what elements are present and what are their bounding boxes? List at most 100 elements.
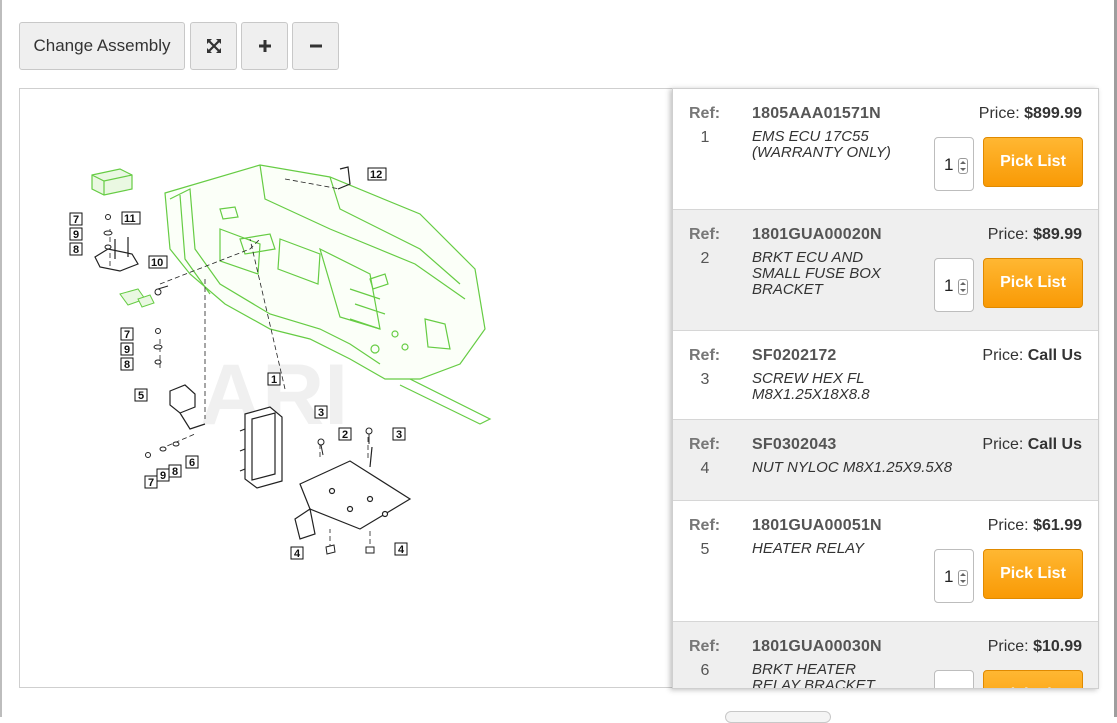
callout-3[interactable]: 3 <box>314 405 328 419</box>
price-value: $89.99 <box>1033 226 1082 243</box>
spinner-arrows-icon[interactable] <box>958 279 968 295</box>
quantity-stepper[interactable]: 1 <box>934 137 974 191</box>
ref-label: Ref: <box>689 436 721 453</box>
spinner-arrows-icon[interactable] <box>958 570 968 586</box>
price-value: Call Us <box>1027 347 1082 364</box>
spinner-arrows-icon[interactable] <box>958 158 968 174</box>
dashboard-panel-drawing <box>164 164 492 425</box>
price-label: Price: <box>978 105 1020 122</box>
price-label: Price: <box>982 436 1024 453</box>
price-value: $61.99 <box>1033 517 1082 534</box>
change-assembly-button[interactable]: Change Assembly <box>19 22 185 70</box>
part-number[interactable]: 1801GUA00051N <box>752 517 882 534</box>
callout-5[interactable]: 5 <box>134 388 148 402</box>
callout-6[interactable]: 6 <box>185 455 199 469</box>
price-label: Price: <box>987 226 1029 243</box>
callout-7[interactable]: 7 <box>120 327 134 341</box>
callout-7[interactable]: 7 <box>144 475 158 489</box>
svg-text:11: 11 <box>124 213 136 225</box>
callout-2[interactable]: 2 <box>338 427 352 441</box>
ecu-drawing <box>239 406 283 489</box>
ref-label: Ref: <box>689 347 721 364</box>
part-row-3[interactable]: Ref: 3 SF0202172 SCREW HEX FL M8X1.25X18… <box>673 331 1098 420</box>
svg-text:10: 10 <box>151 257 163 269</box>
expand-arrows-icon <box>206 39 221 53</box>
price-label: Price: <box>982 347 1024 364</box>
pick-list-button[interactable]: Pick List <box>983 137 1083 187</box>
price: Price: Call Us <box>982 436 1082 454</box>
callout-4[interactable]: 4 <box>290 546 304 560</box>
quantity-value: 1 <box>944 155 954 174</box>
parts-list-panel[interactable]: Ref: 1 1805AAA01571N EMS ECU 17C55 (WARR… <box>672 88 1099 689</box>
zoom-out-button[interactable] <box>292 22 339 70</box>
price: Price: $61.99 <box>988 517 1082 535</box>
callout-labels: 1 2 3 3 4 4 5 6 7 7 7 8 8 8 9 9 9 10 11 … <box>69 167 408 560</box>
minus-icon <box>309 44 322 48</box>
svg-text:8: 8 <box>124 359 130 371</box>
price: Price: $899.99 <box>979 105 1082 123</box>
callout-9[interactable]: 9 <box>69 227 83 241</box>
part-number[interactable]: 1801GUA00030N <box>752 638 882 655</box>
svg-text:5: 5 <box>138 390 144 402</box>
price-value: Call Us <box>1027 436 1082 453</box>
part-number[interactable]: SF0202172 <box>752 347 837 364</box>
svg-text:9: 9 <box>73 229 79 241</box>
part-description: BRKT ECU AND SMALL FUSE BOX BRACKET <box>752 249 881 298</box>
svg-text:8: 8 <box>172 466 178 478</box>
callout-8[interactable]: 8 <box>168 464 182 478</box>
quantity-value: 1 <box>944 276 954 295</box>
zoom-in-button[interactable] <box>241 22 288 70</box>
part-row-6[interactable]: Ref: 6 1801GUA00030N BRKT HEATER RELAY B… <box>673 622 1098 689</box>
part-row-4[interactable]: Ref: 4 SF0302043 NUT NYLOC M8X1.25X9.5X8… <box>673 420 1098 501</box>
relay-cluster-drawing <box>119 288 155 308</box>
part-number[interactable]: 1805AAA01571N <box>752 105 881 122</box>
svg-text:7: 7 <box>124 329 130 341</box>
part-row-1[interactable]: Ref: 1 1805AAA01571N EMS ECU 17C55 (WARR… <box>673 89 1098 210</box>
callout-12[interactable]: 12 <box>367 167 387 181</box>
callout-9[interactable]: 9 <box>156 468 170 482</box>
price: Price: $89.99 <box>988 226 1082 244</box>
callout-10[interactable]: 10 <box>148 255 168 269</box>
part-row-5[interactable]: Ref: 5 1801GUA00051N HEATER RELAY Price:… <box>673 501 1098 622</box>
svg-text:8: 8 <box>73 244 79 256</box>
price-value: $10.99 <box>1033 638 1082 655</box>
quantity-stepper[interactable]: 1 <box>934 549 974 603</box>
callout-1[interactable]: 1 <box>267 372 281 386</box>
quantity-value: 1 <box>944 688 953 689</box>
part-row-2[interactable]: Ref: 2 1801GUA00020N BRKT ECU AND SMALL … <box>673 210 1098 331</box>
fit-to-screen-button[interactable] <box>190 22 237 70</box>
quantity-stepper[interactable]: 1 <box>934 258 974 312</box>
callout-4[interactable]: 4 <box>394 542 408 556</box>
svg-text:4: 4 <box>294 548 301 560</box>
ref-number: 6 <box>700 662 710 679</box>
fastener-drawings <box>103 214 375 555</box>
assembly-diagram[interactable]: ARI <box>20 89 1099 688</box>
part-description: NUT NYLOC M8X1.25X9.5X8 <box>752 459 953 476</box>
svg-text:6: 6 <box>189 457 195 469</box>
ref-label: Ref: <box>689 638 721 655</box>
callout-7[interactable]: 7 <box>69 212 83 226</box>
bottom-control[interactable] <box>725 711 831 723</box>
callout-11[interactable]: 11 <box>121 211 141 225</box>
ecu-bracket-drawing <box>294 446 412 540</box>
price-label: Price: <box>987 517 1029 534</box>
svg-text:4: 4 <box>398 544 405 556</box>
scrollbar[interactable] <box>1114 0 1117 717</box>
small-bracket-drawing <box>337 166 351 190</box>
callout-8[interactable]: 8 <box>69 242 83 256</box>
price: Price: Call Us <box>982 347 1082 365</box>
pick-list-button[interactable]: Pick List <box>983 549 1083 599</box>
svg-text:7: 7 <box>148 477 154 489</box>
svg-text:7: 7 <box>73 214 79 226</box>
quantity-value: 1 <box>944 567 954 586</box>
callout-9[interactable]: 9 <box>120 342 134 356</box>
callout-8[interactable]: 8 <box>120 357 134 371</box>
callout-3[interactable]: 3 <box>392 427 406 441</box>
part-number[interactable]: 1801GUA00020N <box>752 226 882 243</box>
pick-list-button[interactable]: Pick List <box>983 258 1083 308</box>
svg-text:12: 12 <box>370 169 382 181</box>
part-number[interactable]: SF0302043 <box>752 436 837 453</box>
pick-list-button[interactable]: Pick List <box>983 670 1083 688</box>
svg-text:3: 3 <box>318 407 324 419</box>
quantity-stepper[interactable]: 1 <box>934 670 974 689</box>
